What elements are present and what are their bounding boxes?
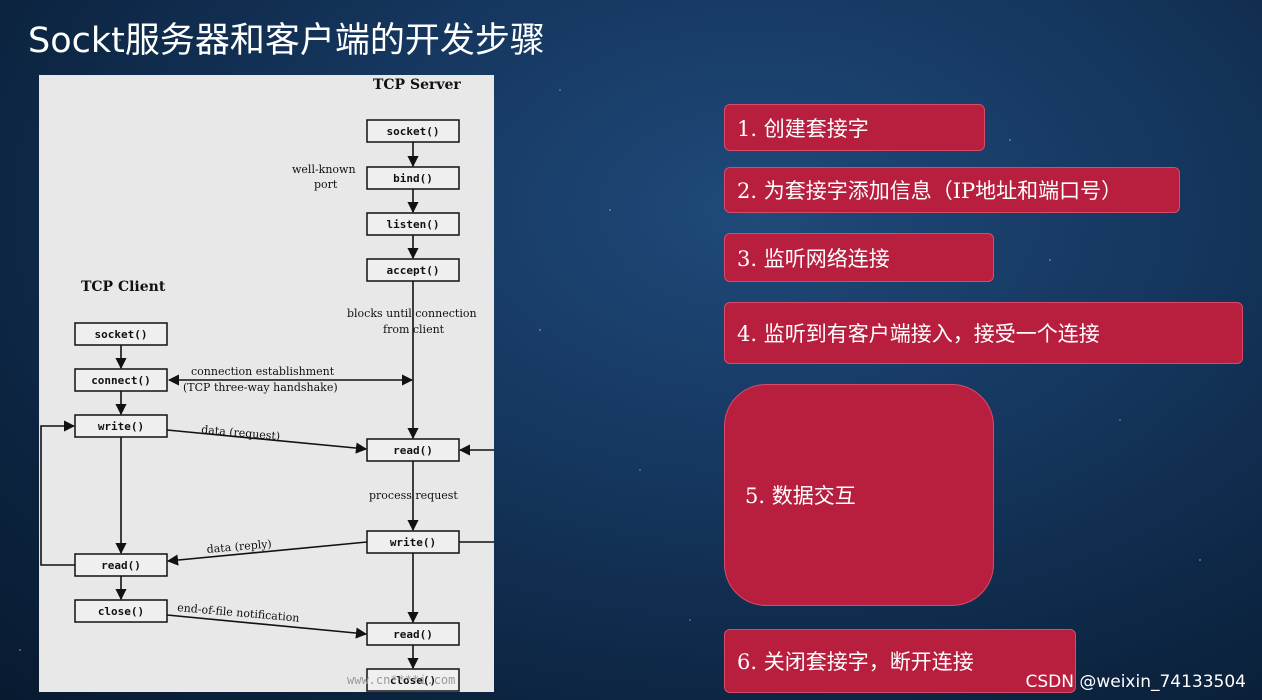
annot-conn-est: connection establishment [191,365,335,378]
server-read2-label: read() [393,628,433,641]
annot-data-request: data (request) [201,423,281,443]
annot-well-known: well-known [292,163,356,176]
step-create-socket: 1. 创建套接字 [724,104,985,151]
client-read-label: read() [101,559,141,572]
server-listen-label: listen() [387,218,440,231]
client-connect-label: connect() [91,374,151,387]
server-accept-label: accept() [387,264,440,277]
annot-data-reply: data (reply) [206,537,272,556]
server-heading: TCP Server [373,77,461,93]
annot-port: port [314,178,338,191]
step-data-exchange: 5. 数据交互 [724,384,994,606]
arrow-data-reply [166,541,368,566]
client-close-label: close() [98,605,144,618]
server-read-label: read() [393,444,433,457]
image-watermark: www.cn****i.com [347,673,455,687]
tcp-flow-diagram: TCP Server TCP Client socket() bind() li… [39,75,494,692]
client-heading: TCP Client [81,279,166,295]
annot-blocks: blocks until connection [347,307,477,320]
page-title: Sockt服务器和客户端的开发步骤 [28,21,545,61]
csdn-watermark: CSDN @weixin_74133504 [1025,672,1246,692]
arrow-eof [166,614,368,639]
annot-handshake: (TCP three-way handshake) [183,381,338,394]
client-socket-label: socket() [95,328,148,341]
step-listen: 3. 监听网络连接 [724,233,994,282]
annot-process-request: process request [369,489,458,502]
step-close: 6. 关闭套接字，断开连接 [724,629,1076,693]
server-write-label: write() [390,536,436,549]
server-close-label: close() [390,674,436,687]
server-socket-label: socket() [387,125,440,138]
client-loop [40,420,76,566]
client-write-label: write() [98,420,144,433]
arrow-data-request [166,429,368,454]
step-bind-address: 2. 为套接字添加信息（IP地址和端口号） [724,167,1180,213]
step-accept: 4. 监听到有客户端接入，接受一个连接 [724,302,1243,364]
annot-from-client: from client [383,323,445,336]
server-bind-label: bind() [393,172,433,185]
